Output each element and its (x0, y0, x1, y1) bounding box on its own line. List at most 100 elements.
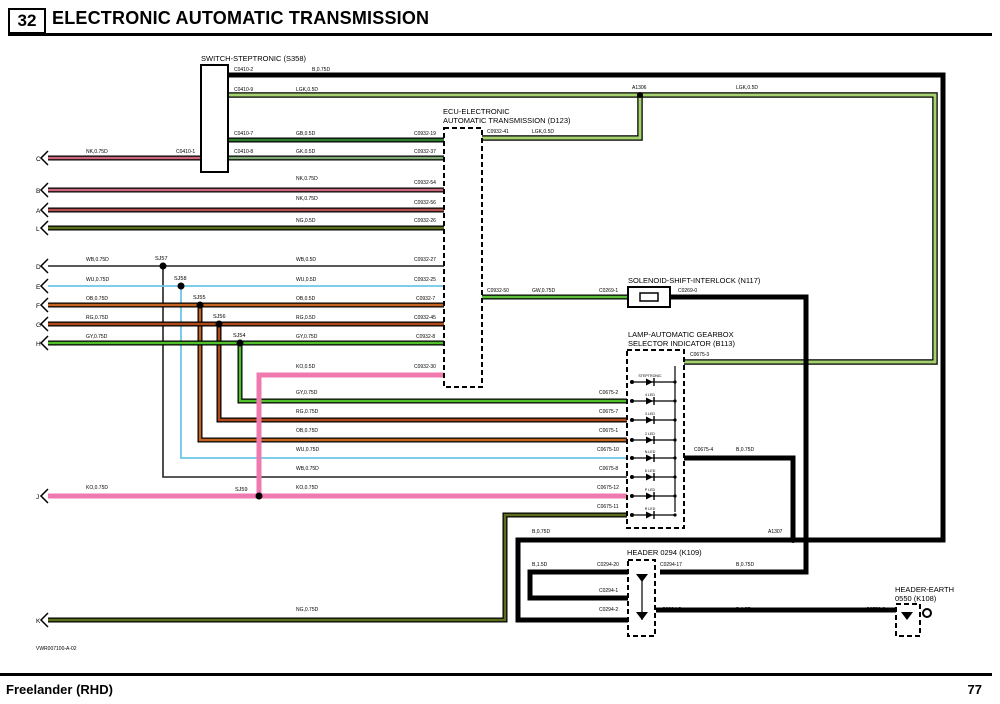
wire-label: B,0.75D (532, 529, 550, 535)
edge-letter-b: B (36, 188, 40, 195)
wire-label: RG,0.75D (86, 315, 109, 321)
splice-sj57-dot (159, 262, 167, 270)
led-bus-dot (673, 494, 677, 498)
wire-wb-sj57 (162, 266, 630, 478)
wire-label: RG,0.5D (296, 315, 316, 321)
wire-label: C0675-3 (690, 352, 709, 358)
splice-label-sj56: SJ56 (213, 314, 226, 320)
wire-label: GY,0.75D (86, 334, 108, 340)
led-label: R LED (645, 507, 656, 511)
wire-label: WB,0.75D (86, 257, 109, 263)
wire-wu-sj58 (180, 286, 630, 459)
splice-sj55-dot (196, 301, 204, 309)
wire-label: C0932-50 (487, 288, 509, 294)
wire-label: C0932-25 (414, 277, 436, 283)
ecu-body (443, 127, 483, 388)
lamp-led-row: STEPTRONIC (630, 374, 677, 386)
splice-sj59-dot (255, 492, 263, 500)
wire-label: C0294-20 (597, 562, 619, 568)
wire-label: OB,0.5D (296, 296, 316, 302)
wire-label: GK,0.5D (296, 149, 316, 155)
wire-label: C0294-5 (662, 607, 681, 613)
edge-hooks (39, 150, 49, 628)
edge-letter-f: F (36, 303, 40, 310)
splice-label-sj57: SJ57 (155, 256, 168, 262)
wire-label: C0932-45 (414, 315, 436, 321)
led-terminal-dot (630, 494, 634, 498)
wire-label: C0675-4 (694, 447, 713, 453)
wire-label: C0932-7 (416, 296, 435, 302)
led-bus-dot (673, 513, 677, 517)
wire-b15-header (527, 569, 630, 601)
edge-letter-a: A (36, 208, 41, 215)
led-label: P LED (645, 488, 656, 492)
led-terminal-dot (630, 380, 634, 384)
wire-label: C0410-9 (234, 87, 253, 93)
splice-sj56-dot (215, 320, 223, 328)
solenoid-coil (639, 292, 659, 302)
wire-label: GW,0.75D (532, 288, 555, 294)
wire-label: WB,0.5D (296, 257, 316, 263)
edge-letter-e: E (36, 284, 41, 291)
edge-letter-l: L (36, 226, 40, 233)
wire-label: C0410-2 (234, 67, 253, 73)
switch-steptronic-body (200, 64, 229, 173)
led-diode-icon (646, 511, 653, 519)
wire-label: KO,0.75D (296, 485, 318, 491)
wire-label: C0410-7 (234, 131, 253, 137)
header-earth-arrow-icon (901, 612, 913, 620)
wire-label: LGK,0.5D (296, 87, 318, 93)
wire-label: A1306 (632, 85, 647, 91)
wire-label: KO,0.75D (86, 485, 108, 491)
wire-label: C0675-11 (597, 504, 619, 510)
wire-b-lamp (684, 455, 796, 540)
led-bus-dot (673, 438, 677, 442)
wire-label: C0932-37 (414, 149, 436, 155)
wire-label: C0932-30 (414, 364, 436, 370)
wire-label: C0675-10 (597, 447, 619, 453)
wire-label: C0410-8 (234, 149, 253, 155)
wire-label: NG,0.5D (296, 218, 316, 224)
wire-ob-sj55-fill (198, 305, 630, 442)
splice-sj54-dot (236, 339, 244, 347)
lamp-led-row: 3 LED (630, 412, 677, 424)
wire-label: C0269-1 (599, 288, 618, 294)
wire-label: B,0.75D (736, 447, 754, 453)
wire-label: WU,0.5D (296, 277, 317, 283)
led-bus-dot (673, 418, 677, 422)
wire-label: C0932-26 (414, 218, 436, 224)
led-diode-icon (646, 436, 653, 444)
led-terminal-dot (630, 399, 634, 403)
led-terminal-dot (630, 418, 634, 422)
wire-label: C0294-1 (599, 588, 618, 594)
wire-label: B,1.5D (532, 562, 548, 568)
lamp-led-row: P LED (630, 488, 677, 500)
wire-label: C0932-54 (414, 180, 436, 186)
component-solenoid-label: SOLENOID-SHIFT-INTERLOCK (N117) (628, 276, 761, 285)
splice-label-sj55: SJ55 (193, 295, 206, 301)
component-lamp-label-1: LAMP-AUTOMATIC GEARBOX (628, 330, 734, 339)
led-label: D LED (645, 469, 656, 473)
diagram-code: VWR007100-A-02 (36, 646, 77, 652)
led-label: 3 LED (645, 412, 655, 416)
component-lamp-label-2: SELECTOR INDICATOR (B113) (628, 339, 735, 348)
led-bus-dot (673, 456, 677, 460)
wire-label: C0294-17 (660, 562, 682, 568)
led-diode-icon (646, 454, 653, 462)
component-header-earth-label-1: HEADER-EARTH (895, 585, 954, 594)
wire-label: OB,0.75D (86, 296, 108, 302)
wire-label: C0932-19 (414, 131, 436, 137)
wire-label: GB,0.5D (296, 131, 316, 137)
wire-label: C0294-2 (599, 607, 618, 613)
footer-rule (0, 673, 992, 676)
wire-label: WU,0.75D (296, 447, 319, 453)
wire-label: A1307 (768, 529, 783, 535)
header-rule (8, 33, 992, 36)
led-bus-dot (673, 399, 677, 403)
led-diode-icon (646, 473, 653, 481)
wire-label: WB,0.75D (296, 466, 319, 472)
led-label: N LED (645, 450, 656, 454)
footer-page-number: 77 (967, 682, 982, 697)
